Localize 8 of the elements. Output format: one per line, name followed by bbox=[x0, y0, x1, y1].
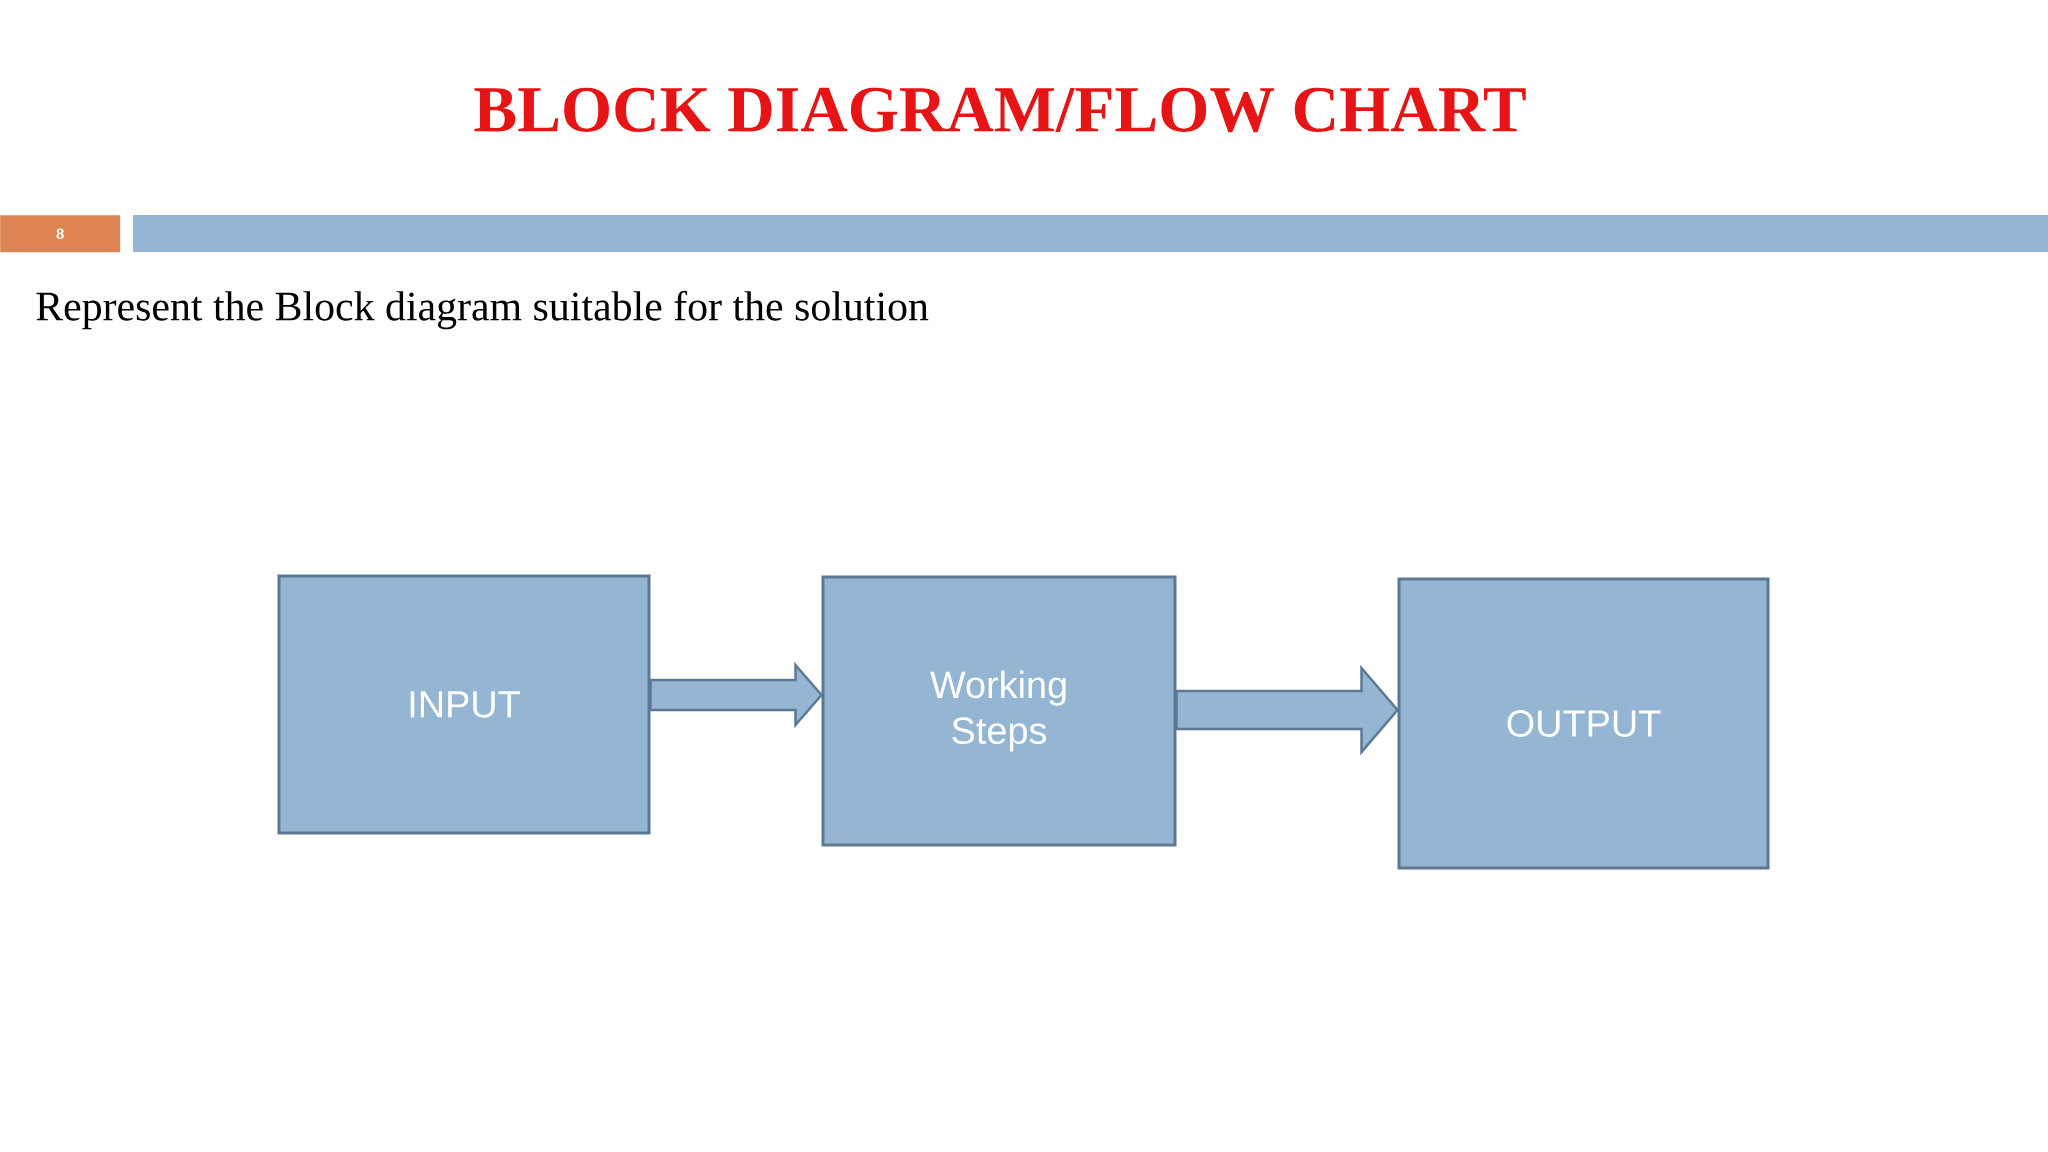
process-box: INPUT bbox=[277, 574, 651, 835]
process-box: Working Steps bbox=[821, 575, 1177, 847]
process-box: OUTPUT bbox=[1397, 577, 1770, 870]
instruction-text: Represent the Block diagram suitable for the solution bbox=[36, 290, 929, 330]
block-arrow bbox=[1175, 664, 1400, 756]
page-number-tab: 8 bbox=[0, 215, 121, 253]
title: BLOCK DIAGRAM/FLOW CHART bbox=[474, 87, 1526, 133]
block-arrow bbox=[649, 661, 824, 729]
